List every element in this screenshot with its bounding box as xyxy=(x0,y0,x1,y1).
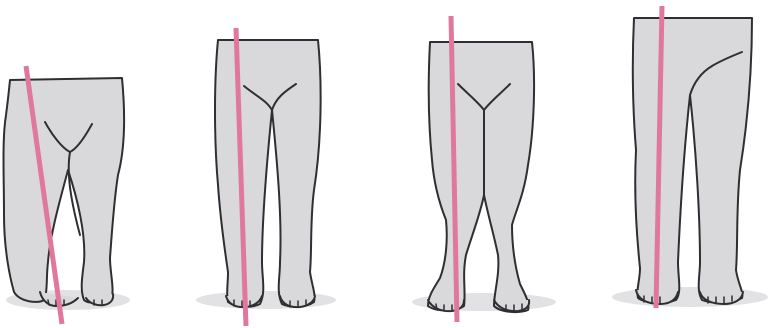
figure-straight-legs-older-child xyxy=(633,18,752,304)
figure-bow-legged-toddler xyxy=(4,78,125,306)
legs-silhouette xyxy=(633,18,752,303)
legs-silhouette xyxy=(4,78,125,303)
alignment-axes xyxy=(26,6,662,326)
legs-silhouette xyxy=(215,40,321,307)
figure-knock-knee-child xyxy=(428,42,534,312)
figure-straight-legs-child xyxy=(215,40,321,307)
legs-silhouette xyxy=(428,42,534,312)
